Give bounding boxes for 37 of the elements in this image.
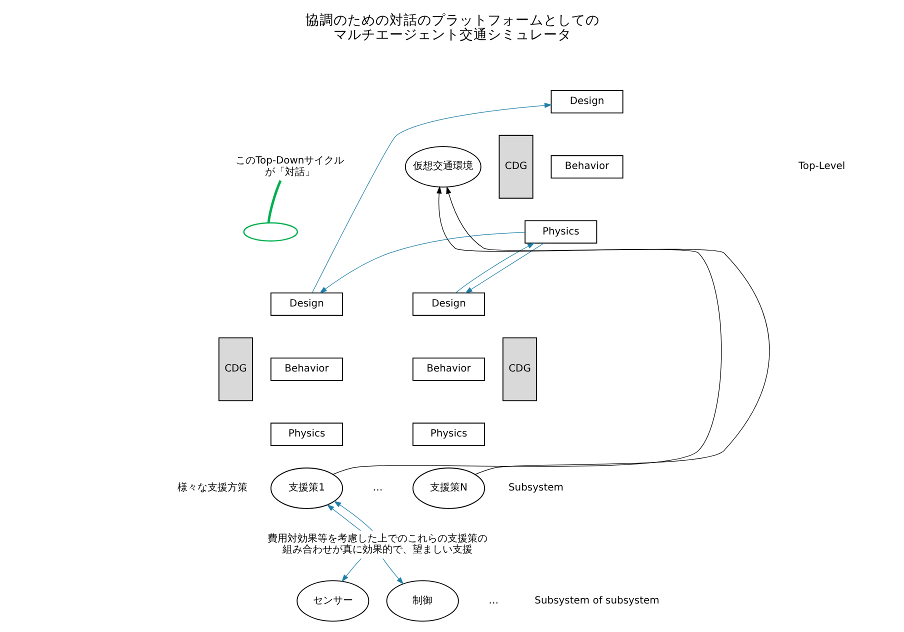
node-box: CDG bbox=[502, 337, 537, 402]
node-box: Behavior bbox=[550, 155, 623, 178]
arrow bbox=[464, 242, 544, 294]
node-box: CDG bbox=[498, 134, 533, 199]
connector bbox=[266, 180, 282, 223]
arrow bbox=[326, 504, 361, 532]
node-box: Behavior bbox=[270, 358, 343, 381]
node-box: Design bbox=[270, 292, 343, 316]
node-ellipse: 仮想交通環境 bbox=[404, 146, 481, 188]
label: … bbox=[372, 482, 382, 494]
diagram-title: 協調のための対話のプラットフォームとしてのマルチエージェント交通シミュレータ bbox=[305, 12, 599, 44]
label: Subsystem bbox=[508, 482, 563, 494]
node-text: 費用対効果等を考慮した上でのこれらの支援策の組み合わせが真に効果的で、望ましい支援 bbox=[267, 533, 488, 556]
label: Top-Level bbox=[798, 161, 845, 172]
label: 様々な支援方策 bbox=[177, 482, 248, 494]
arrow bbox=[454, 242, 534, 294]
node-ellipse: 支援策N bbox=[412, 468, 485, 509]
node-box: Physics bbox=[270, 422, 343, 446]
node-box: Physics bbox=[524, 220, 597, 244]
node-box: Physics bbox=[412, 422, 485, 446]
node-box: Design bbox=[412, 292, 485, 316]
node-ellipse bbox=[242, 222, 298, 242]
arrow bbox=[446, 186, 770, 475]
arrow bbox=[332, 186, 722, 475]
node-box: Design bbox=[550, 90, 623, 114]
arrow bbox=[382, 558, 404, 584]
arrow bbox=[318, 232, 525, 294]
arrow bbox=[333, 500, 372, 532]
node-text: このTop-Downサイクルが「対話」 bbox=[235, 156, 344, 178]
label: … bbox=[488, 595, 498, 606]
node-ellipse: センサー bbox=[296, 580, 369, 622]
arrow bbox=[341, 558, 362, 582]
node-box: CDG bbox=[218, 337, 253, 402]
node-ellipse: 制御 bbox=[386, 580, 458, 622]
node-box: Behavior bbox=[412, 358, 485, 381]
arrow bbox=[311, 102, 552, 294]
label: Subsystem of subsystem bbox=[534, 595, 659, 606]
